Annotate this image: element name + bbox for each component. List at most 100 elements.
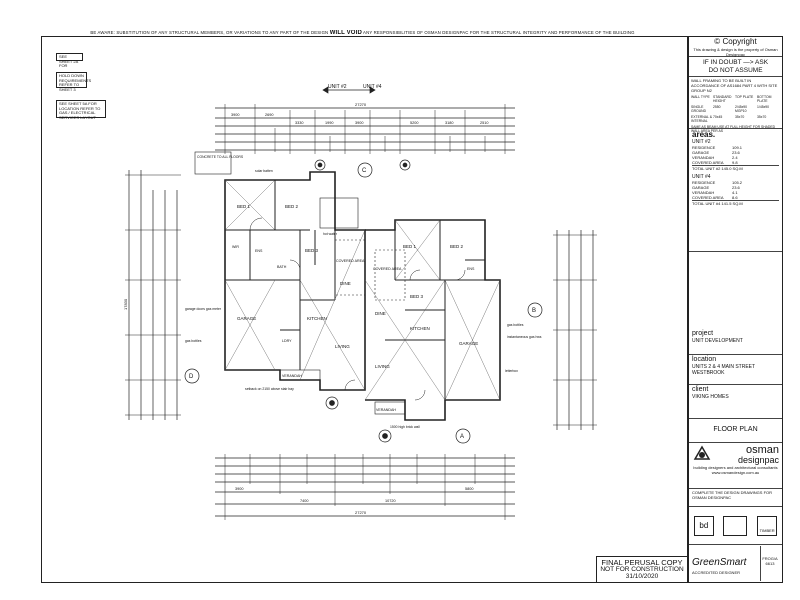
top-dim-5: 3900 [355, 121, 363, 125]
bottom-dim-2: 7400 [300, 499, 308, 503]
u2-bed3: BED 3 [305, 248, 319, 253]
unit4-title: UNIT #4 [692, 174, 711, 180]
client-label: client [692, 386, 709, 393]
callout-setback: setback on 2150 above stair bay [245, 387, 294, 391]
company-section: osman designpac building designers and a… [689, 443, 782, 489]
warning-text-left: BE AWARE: SUBSTITUTION OF ANY STRUCTURAL… [90, 30, 329, 35]
spec-foot: SAME AS BEAM USE AT FULL HEIGHT FOR SHAD… [691, 125, 776, 133]
drawing-frame [41, 36, 688, 583]
company-logo-icon [693, 445, 711, 460]
sheet-number: 6613 [765, 561, 775, 566]
u2-ldry: LDRY [282, 339, 292, 343]
company-name-1: osman [745, 444, 779, 456]
company-website: www.osmandesign.com.au [711, 470, 760, 475]
left-note-3: SEE SHEET 5A FOR LOCATION REFER TO GAS /… [56, 100, 106, 120]
callout-gas-bottles-u2: gas bottles [185, 339, 202, 343]
callout-hot-water: hot water [323, 232, 338, 236]
u2-bed1: BED 1 [237, 204, 251, 209]
u4-verandah: VERANDAH [376, 408, 396, 412]
unit2-title: UNIT #2 [692, 139, 711, 145]
spec-row-1: SINGLE GROUND 2550 2/45x90 MGP10 1/45x90 [691, 105, 770, 113]
areas-label: areas. [692, 130, 716, 139]
top-overall-dim: 27270 [355, 102, 367, 107]
company-tagline: building designers and architectural con… [693, 465, 778, 470]
project-value: UNIT DEVELOPMENT [692, 338, 743, 344]
unit-label-4: UNIT #4 [363, 84, 382, 90]
bottom-overall-dim: 27270 [355, 510, 367, 515]
u4-covered-area: COVERED AREA [373, 267, 402, 271]
top-dim-3: 3330 [295, 121, 303, 125]
bottom-dim-1: 3900 [235, 487, 243, 491]
callout-instantaneous-hws: instantaneous gas hws [507, 335, 542, 339]
callout-gas-bottles-u4: gas bottles [507, 323, 524, 327]
callout-gas-meter: garage doors gas meter [185, 307, 222, 311]
final-perusal-stamp: FINAL PERUSAL COPY NOT FOR CONSTRUCTION … [596, 556, 688, 583]
left-note-2: HOLD DOWN REQUIREMENTS REFER TO SHEET 3 [56, 72, 91, 92]
timber-logo-icon: TIMBER [757, 515, 778, 536]
location-value-2: WESTBROOK [692, 370, 725, 376]
grid-marker-d: D [189, 374, 194, 380]
u2-covered-area: COVERED AREA [336, 259, 365, 263]
top-dim-7: 3180 [445, 121, 453, 125]
client-value: VIKING HOMES [692, 394, 729, 400]
doubt-line-1: IF IN DOUBT —> ASK [702, 59, 769, 66]
top-dim-4: 1990 [325, 121, 333, 125]
grid-marker-a: A [460, 434, 464, 440]
u4-bed2: BED 2 [450, 244, 464, 249]
u4-bed3: BED 3 [410, 294, 424, 299]
doubt-section: IF IN DOUBT —> ASK DO NOT ASSUME [689, 57, 782, 77]
contact-section: COMPLETE THE DESIGN DRAWINGS FOR OSMAN D… [689, 489, 782, 507]
callout-brick-wall: 1500 high brick wall [390, 425, 420, 429]
u2-verandah: VERANDAH [282, 374, 302, 378]
callout-solar-batten: solar batten [255, 169, 273, 173]
stamp-line-1: FINAL PERUSAL COPY [601, 558, 683, 567]
greensmart-sub: ACCREDITED DESIGNER [692, 570, 741, 575]
sheet-title: FLOOR PLAN [713, 426, 758, 433]
certificate-logo-icon [723, 515, 748, 536]
bottom-dim-3: 10720 [385, 499, 396, 503]
left-overall-dim: 17830 [123, 298, 128, 310]
spec-row-2: EXTERNAL & INTERNAL 70x45 35x70 35x70 [691, 115, 767, 123]
u2-living: LIVING [335, 344, 350, 349]
spec-note: WALL FRAMING TO BE BUILT IN ACCORDANCE O… [691, 78, 778, 93]
grid-marker-b: B [532, 308, 536, 314]
doubt-line-2: DO NOT ASSUME [708, 67, 763, 74]
unit-label-2: UNIT #2 [328, 84, 347, 90]
u2-wir: WIR [232, 245, 239, 249]
warning-text-emphasis: WILL VOID [329, 30, 362, 36]
project-label: project [692, 330, 714, 337]
u2-garage: GARAGE [237, 316, 256, 321]
client-section: client VIKING HOMES [689, 385, 782, 419]
u4-dine: DINE [375, 311, 386, 316]
unit2-total: TOTAL UNIT #2 145.0 SQ.M [692, 165, 779, 171]
u4-bed1: BED 1 [403, 244, 417, 249]
u2-bed2: BED 2 [285, 204, 299, 209]
job-number: FROG/A [762, 556, 778, 561]
spec-header-row: WALL TYPE STANDARD HEIGHT TOP PLATE BOTT… [691, 95, 772, 103]
u4-kitchen: KITCHEN [410, 326, 430, 331]
callout-letterbox: letterbox [505, 369, 518, 373]
location-label: location [692, 356, 717, 363]
floor-plan-drawing: UNIT #2 UNIT #4 C B D A 27270 27270 1783… [123, 84, 597, 520]
contact-note: COMPLETE THE DESIGN DRAWINGS FOR OSMAN D… [692, 490, 773, 500]
sheet-title-section: FLOOR PLAN [689, 419, 782, 443]
unit4-total: TOTAL UNIT #4 141.5 SQ.M [692, 200, 779, 206]
copyright-icon: © [714, 37, 721, 46]
warning-text-right: ANY RESPONSIBILITIES OF OSMAN DESIGNPAC … [363, 30, 635, 35]
copyright-sub: This drawing & design is the property of… [693, 47, 778, 57]
u4-garage: GARAGE [459, 341, 478, 346]
location-value-1: UNITS 2 & 4 MAIN STREET [692, 364, 756, 370]
u2-ens: ENS [255, 249, 263, 253]
stamp-line-3: 31/10/2020 [625, 573, 659, 580]
bottom-dim-4: 5800 [465, 487, 473, 491]
